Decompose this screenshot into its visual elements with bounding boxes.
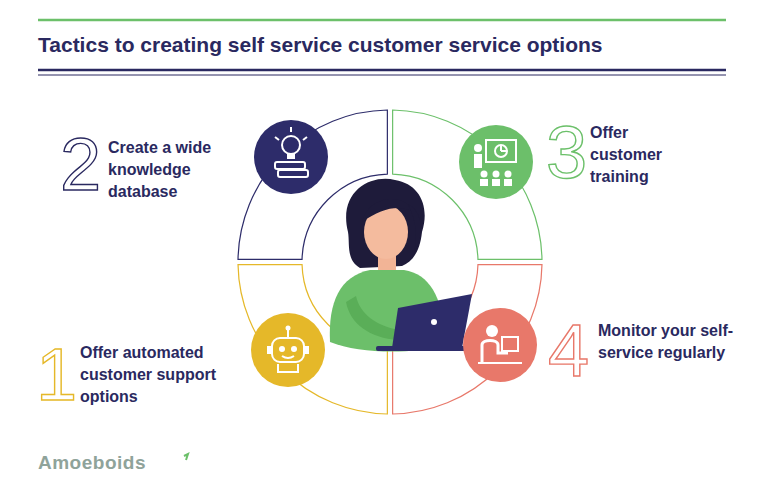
monitor-icon xyxy=(463,308,537,382)
hair xyxy=(346,179,425,268)
idea-icon xyxy=(254,120,328,194)
title-rule xyxy=(38,69,726,72)
tactic-box: Offer automated customer support options xyxy=(80,342,260,408)
tactic-text: Create a wide knowledge database xyxy=(108,137,248,203)
center-figure xyxy=(304,176,476,352)
callout-number: 3 xyxy=(546,116,587,190)
tactic-box: Monitor your self-service regularly xyxy=(598,320,738,364)
robot-icon xyxy=(251,313,325,387)
tactic-text: Monitor your self-service regularly xyxy=(598,320,738,364)
hair-fringe xyxy=(362,199,416,222)
tactic-box: Offer customer training xyxy=(590,122,690,188)
title-rule xyxy=(38,75,726,76)
training-icon xyxy=(459,125,533,199)
ring xyxy=(238,110,542,414)
top-rule xyxy=(38,19,726,22)
logo-mark xyxy=(184,454,188,460)
hair-side xyxy=(408,204,421,252)
tactic-text: Offer automated customer support options xyxy=(80,342,260,408)
tactic-box: Create a wide knowledge database xyxy=(108,137,248,203)
tactic-text: Offer customer training xyxy=(590,122,690,188)
arm xyxy=(346,296,400,340)
laptop-logo xyxy=(431,319,437,325)
callout-number: 4 xyxy=(548,314,589,388)
laptop xyxy=(392,294,472,348)
brand-logo: Amoeboids xyxy=(38,452,146,474)
laptop-base xyxy=(376,346,472,351)
callout-number: 2 xyxy=(60,128,101,202)
title: Tactics to creating self service custome… xyxy=(38,33,603,57)
callout-number: 1 xyxy=(36,338,77,412)
